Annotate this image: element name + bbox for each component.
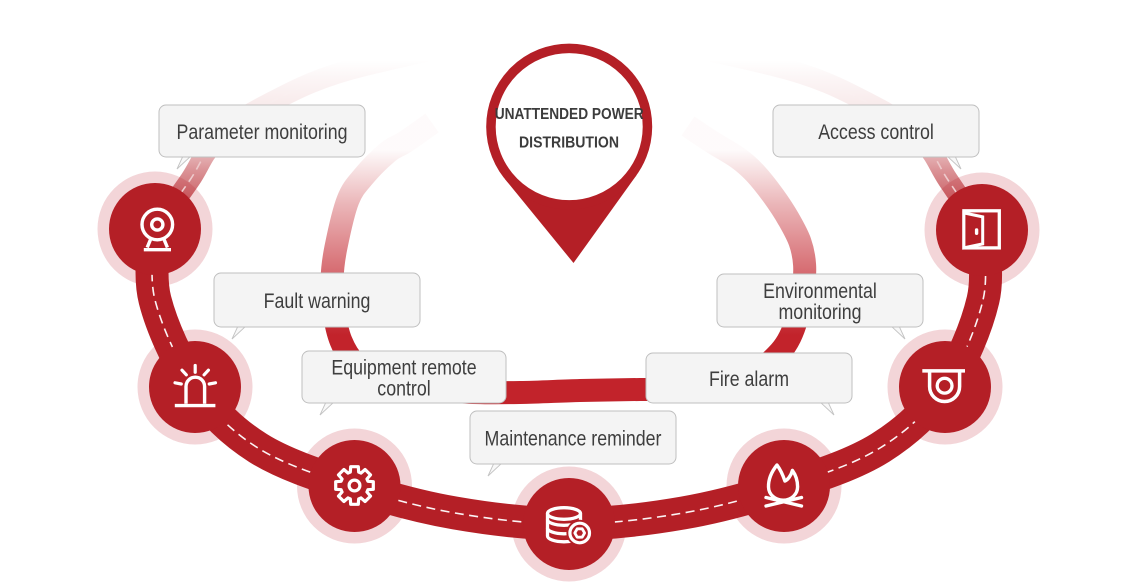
svg-text:monitoring: monitoring <box>779 301 862 324</box>
svg-text:Parameter monitoring: Parameter monitoring <box>177 121 348 144</box>
svg-text:Fault warning: Fault warning <box>264 290 371 313</box>
svg-text:Environmental: Environmental <box>763 280 877 303</box>
svg-text:Access control: Access control <box>818 121 934 144</box>
svg-text:control: control <box>377 378 430 401</box>
svg-text:Fire alarm: Fire alarm <box>709 368 789 391</box>
svg-text:Maintenance reminder: Maintenance reminder <box>485 428 662 451</box>
svg-text:DISTRIBUTION: DISTRIBUTION <box>519 135 619 152</box>
svg-text:UNATTENDED POWER: UNATTENDED POWER <box>495 106 644 123</box>
svg-text:Equipment remote: Equipment remote <box>331 357 476 380</box>
